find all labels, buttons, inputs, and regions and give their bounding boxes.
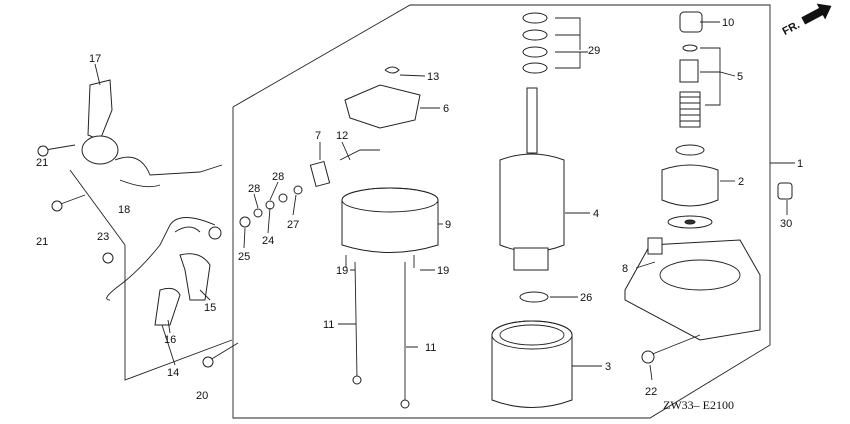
label-16: 16: [164, 334, 176, 346]
label-12: 12: [336, 130, 348, 142]
label-11a: 11: [323, 319, 334, 331]
label-1: 1: [797, 158, 803, 170]
label-17: 17: [89, 53, 101, 65]
brush-cover-9: [341, 187, 439, 253]
armature-4: [499, 87, 565, 271]
bolt-20: [202, 342, 239, 368]
group-bracket-17: [69, 169, 126, 246]
assembly-outline: [232, 4, 771, 419]
bolt-22: [641, 334, 701, 364]
washers-29: [522, 12, 548, 74]
front-bracket-8: [624, 237, 761, 341]
label-13: 13: [427, 71, 439, 83]
diagram-code: ZW33– E2100: [663, 398, 734, 412]
washer-26: [519, 291, 549, 303]
callout-labels: 1 2 3 4 5 6 7 8 9 10 11 11 12 13 14 15 1…: [36, 17, 803, 402]
bolts-21: [37, 144, 86, 212]
front-label: FR.: [781, 19, 802, 38]
solenoid-bracket-17: [81, 79, 223, 188]
label-30: 30: [780, 218, 792, 230]
label-7: 7: [315, 130, 321, 142]
label-2: 2: [738, 176, 744, 188]
label-10: 10: [722, 17, 734, 29]
cable-harness: [106, 217, 222, 301]
label-19a: 19: [336, 265, 348, 277]
group-bracket: [124, 245, 233, 381]
brush-holder-6: [344, 66, 421, 129]
screws-19: [345, 255, 415, 268]
label-24: 24: [262, 235, 274, 247]
label-11b: 11: [425, 342, 436, 354]
nut-23: [102, 252, 114, 264]
label-18: 18: [118, 204, 130, 216]
label-3: 3: [605, 361, 611, 373]
label-26: 26: [580, 292, 592, 304]
bushing-30: [777, 182, 793, 200]
leader-lines: [94, 17, 788, 381]
label-27: 27: [287, 219, 299, 231]
through-bolts-11: [352, 261, 410, 409]
label-14: 14: [167, 367, 179, 379]
drive-parts: [661, 11, 719, 229]
front-direction-marker: FR.: [781, 3, 832, 38]
label-20: 20: [196, 390, 208, 402]
boot-16: [154, 287, 181, 326]
label-25: 25: [238, 251, 250, 263]
label-29: 29: [588, 45, 600, 57]
label-9: 9: [445, 219, 451, 231]
label-15: 15: [204, 302, 216, 314]
terminal-parts: [239, 149, 380, 228]
label-21b: 21: [36, 236, 48, 248]
label-21a: 21: [36, 157, 48, 169]
yoke-3: [491, 320, 573, 408]
front-arrow-icon: [801, 3, 832, 25]
label-23: 23: [97, 231, 109, 243]
label-28a: 28: [248, 183, 260, 195]
boot-15: [179, 253, 211, 301]
label-22: 22: [645, 386, 657, 398]
label-6: 6: [443, 103, 449, 115]
label-5: 5: [737, 71, 743, 83]
label-28b: 28: [272, 171, 284, 183]
label-19b: 19: [437, 265, 449, 277]
label-4: 4: [593, 208, 599, 220]
label-8: 8: [622, 263, 628, 275]
